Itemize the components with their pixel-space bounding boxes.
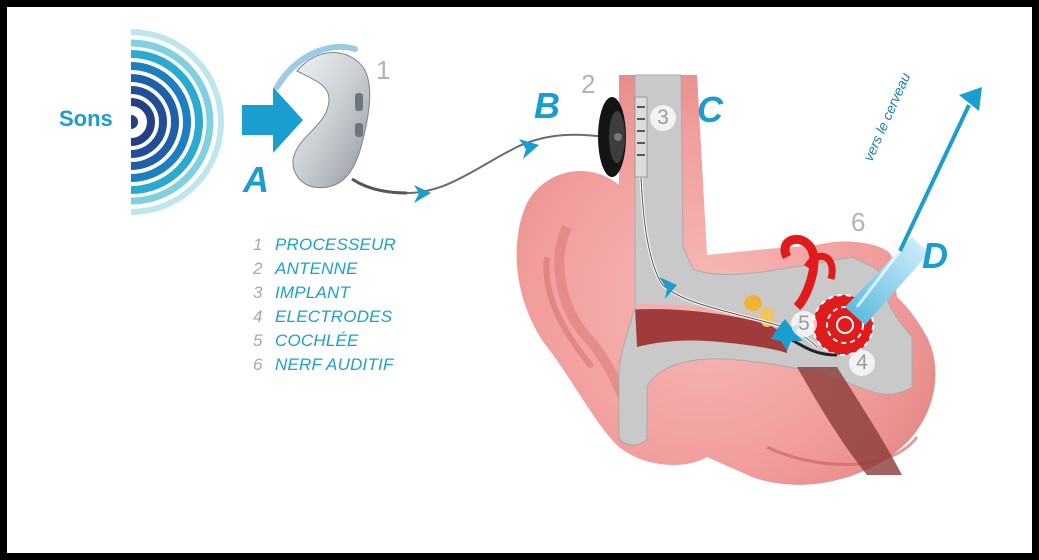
sound-label: Sons bbox=[59, 106, 113, 132]
legend-label: IMPLANT bbox=[275, 283, 350, 302]
number-6: 6 bbox=[851, 207, 865, 238]
number-3: 3 bbox=[650, 105, 676, 131]
cable-arrow-2-icon bbox=[519, 139, 539, 159]
number-1: 1 bbox=[376, 55, 390, 86]
diagram-drawing bbox=[7, 7, 1032, 553]
legend-number: 1 bbox=[253, 235, 275, 255]
legend-label: COCHLÉE bbox=[275, 331, 359, 350]
letter-d: D bbox=[922, 235, 948, 277]
legend-number: 5 bbox=[253, 331, 275, 351]
letter-b: B bbox=[534, 85, 560, 127]
legend-number: 3 bbox=[253, 283, 275, 303]
brain-arrow-icon bbox=[900, 105, 969, 251]
number-4: 4 bbox=[849, 350, 875, 376]
number-5: 5 bbox=[791, 311, 817, 337]
legend-number: 2 bbox=[253, 259, 275, 279]
legend-number: 6 bbox=[253, 355, 275, 375]
legend-label: ELECTRODES bbox=[275, 307, 392, 326]
legend-label: ANTENNE bbox=[275, 259, 358, 278]
legend-label: NERF AUDITIF bbox=[275, 355, 394, 374]
number-2: 2 bbox=[581, 69, 595, 100]
legend-label: PROCESSEUR bbox=[275, 235, 396, 254]
cable-arrow-1-icon bbox=[414, 185, 431, 203]
antenna-device bbox=[598, 97, 626, 177]
letter-a: A bbox=[243, 159, 269, 201]
arrow-a-icon bbox=[242, 87, 303, 153]
brain-arrowhead-icon bbox=[959, 87, 982, 111]
legend-number: 4 bbox=[253, 307, 275, 327]
letter-c: C bbox=[697, 89, 723, 131]
diagram-frame: Sons A B C D 1 2 6 3 5 4 vers le cerveau… bbox=[7, 7, 1032, 553]
